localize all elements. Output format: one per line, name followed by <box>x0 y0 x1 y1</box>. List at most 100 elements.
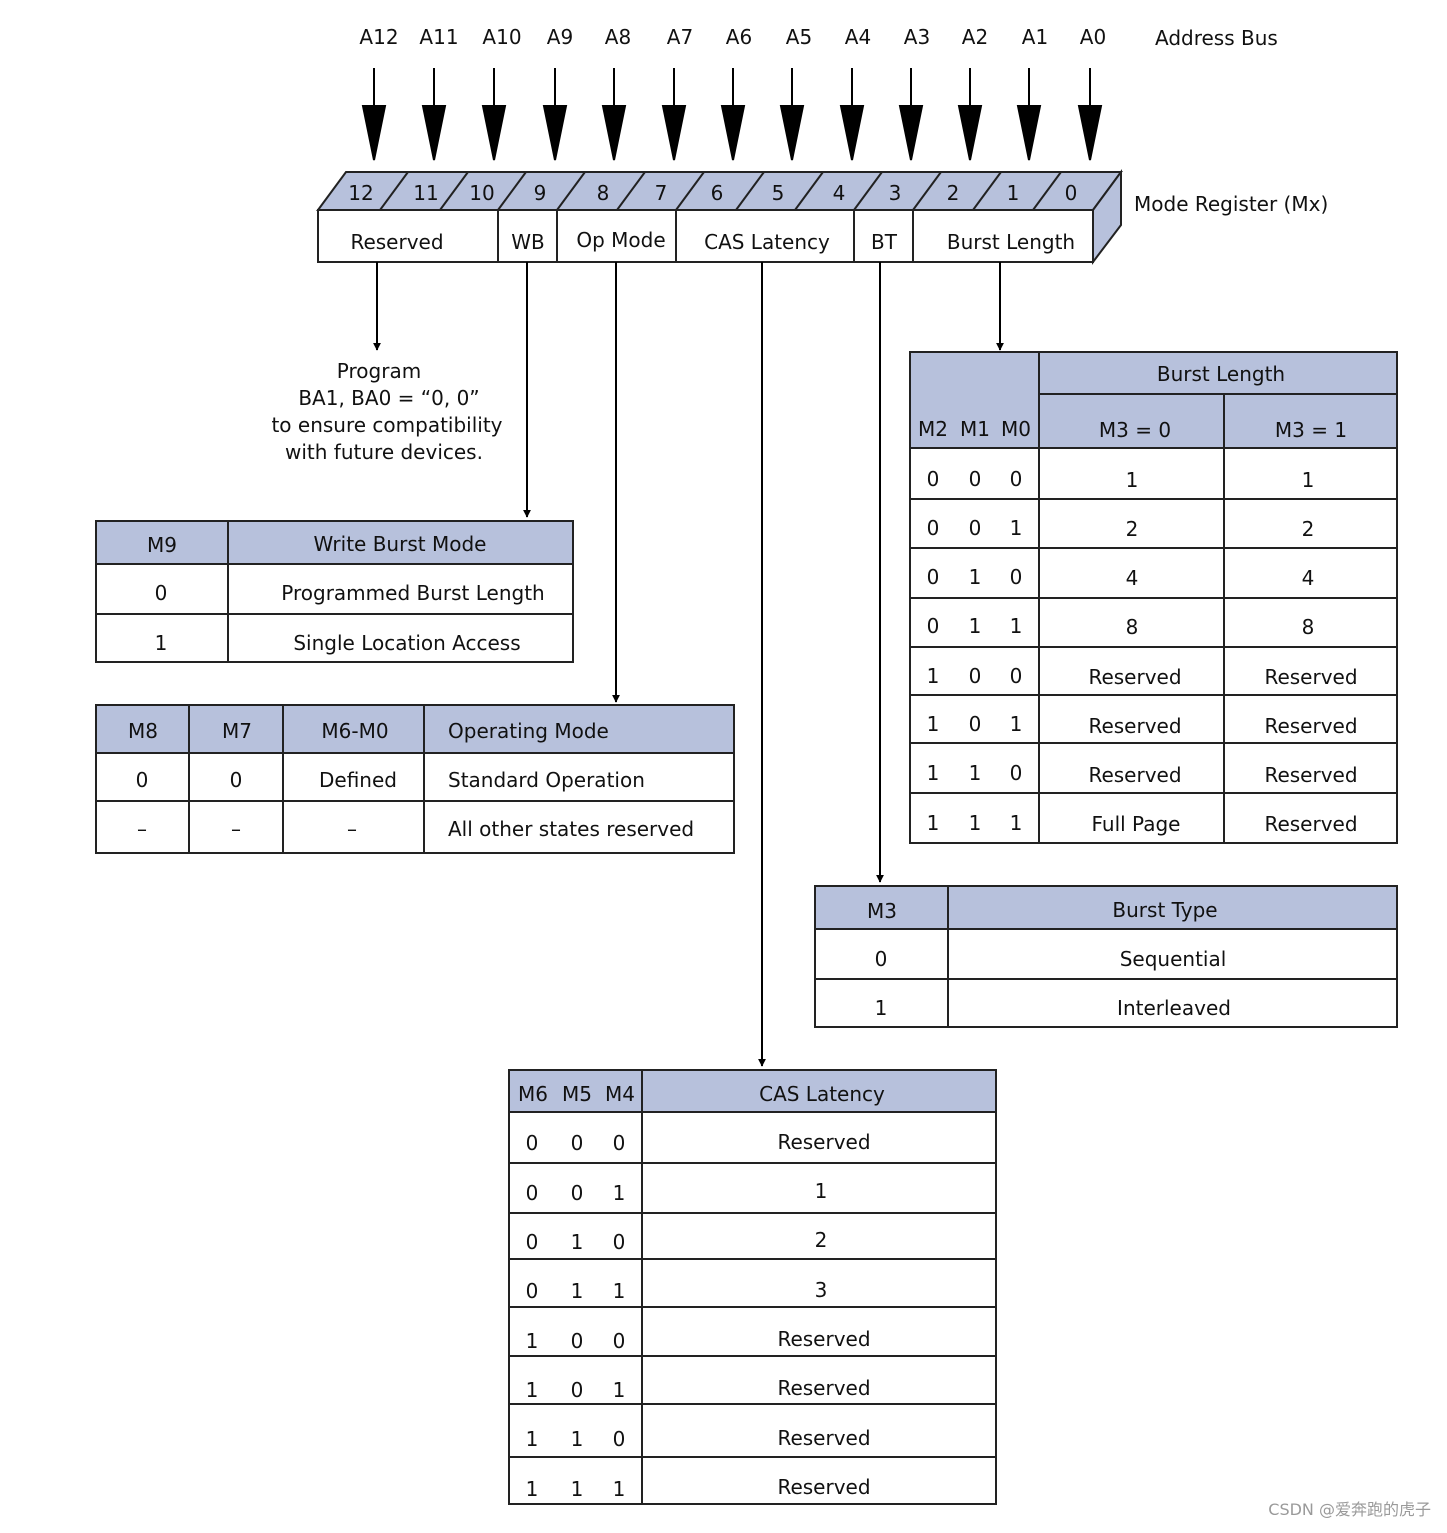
table-cell: 0 <box>526 1181 539 1205</box>
table-cell: 1 <box>155 631 168 655</box>
table-cell: Interleaved <box>1117 996 1231 1020</box>
table-cell: Reserved <box>1264 714 1357 738</box>
table-cell: Reserved <box>1264 665 1357 689</box>
field-op-mode: Op Mode <box>576 228 665 252</box>
table-cell: 0 <box>1010 761 1023 785</box>
pin-label: A11 <box>419 25 458 49</box>
table-cell: 0 <box>155 581 168 605</box>
header-m6-m0: M6-M0 <box>321 719 388 743</box>
table-cell: 1 <box>969 614 982 638</box>
field-reserved: Reserved <box>350 230 443 254</box>
header-operating-mode: Operating Mode <box>448 719 609 743</box>
table-cell: Reserved <box>1264 763 1357 787</box>
bit-number: 3 <box>889 181 902 205</box>
table-cell: 0 <box>875 947 888 971</box>
header-m0: M0 <box>1001 417 1031 441</box>
field-dividers <box>497 210 914 262</box>
table-cell: 4 <box>1302 566 1315 590</box>
table-cell: 0 <box>230 768 243 792</box>
cas-latency-rows: 0 0 0 Reserved 0 0 1 1 0 1 0 2 0 1 1 3 1… <box>526 1130 871 1501</box>
table-cell: 0 <box>1010 467 1023 491</box>
table-cell: 0 <box>927 614 940 638</box>
table-cell: 1 <box>969 761 982 785</box>
table-cell: 1 <box>815 1179 828 1203</box>
header-m2: M2 <box>918 417 948 441</box>
bit-number: 8 <box>597 181 610 205</box>
table-cell: 0 <box>526 1131 539 1155</box>
table-cell: Reserved <box>1088 665 1181 689</box>
header-cas-latency: CAS Latency <box>759 1082 885 1106</box>
table-cell: 2 <box>1302 517 1315 541</box>
note-line: Program <box>337 359 421 383</box>
table-cell: 2 <box>815 1228 828 1252</box>
table-cell: 1 <box>613 1477 626 1501</box>
table-cell: 1 <box>1302 468 1315 492</box>
header-m8: M8 <box>128 719 158 743</box>
table-cell: 0 <box>571 1181 584 1205</box>
table-cell: 1 <box>613 1378 626 1402</box>
bit-dividers <box>379 171 1062 211</box>
address-bus: A12 A11 A10 A9 A8 A7 A6 A5 A4 A3 A2 A1 A… <box>359 25 1278 161</box>
table-cell: 1 <box>969 811 982 835</box>
table-cell: 3 <box>815 1278 828 1302</box>
table-cell: 1 <box>927 664 940 688</box>
table-cell: 1 <box>927 712 940 736</box>
reserved-note: Program BA1, BA0 = “0, 0” to ensure comp… <box>271 359 502 464</box>
watermark: CSDN @爱奔跑的虎子 <box>1268 1500 1431 1519</box>
table-cell: Reserved <box>777 1475 870 1499</box>
table-cell: 0 <box>927 467 940 491</box>
bit-number: 10 <box>469 181 494 205</box>
bit-number: 6 <box>711 181 724 205</box>
header-m4: M4 <box>605 1082 635 1106</box>
table-cell: 1 <box>1010 712 1023 736</box>
table-cell: 2 <box>1126 517 1139 541</box>
pin-label: A2 <box>962 25 988 49</box>
pin-label: A4 <box>845 25 871 49</box>
table-cell: 0 <box>969 467 982 491</box>
burst-length-table: Burst Length M2 M1 M0 M3 = 0 M3 = 1 0 0 … <box>909 351 1398 844</box>
table-cell: 0 <box>613 1329 626 1353</box>
burst-type-table: M3 Burst Type 0 Sequential 1 Interleaved <box>814 885 1398 1028</box>
table-cell: 0 <box>613 1131 626 1155</box>
pin-label: A9 <box>547 25 573 49</box>
pin-label: A8 <box>605 25 631 49</box>
table-cell: 1 <box>613 1181 626 1205</box>
table-cell: 1 <box>571 1279 584 1303</box>
header-m3: M3 <box>867 899 897 923</box>
table-cell: – <box>347 817 357 841</box>
bit-number: 12 <box>348 181 373 205</box>
header-write-burst-mode: Write Burst Mode <box>314 532 487 556</box>
table-cell: Standard Operation <box>448 768 645 792</box>
table-cell: 0 <box>526 1230 539 1254</box>
table-cell: Programmed Burst Length <box>281 581 544 605</box>
pin-label: A1 <box>1022 25 1048 49</box>
table-cell: Single Location Access <box>293 631 520 655</box>
table-cell: 1 <box>571 1230 584 1254</box>
pin-label: A6 <box>726 25 752 49</box>
bit-number: 2 <box>947 181 960 205</box>
table-cell: 1 <box>1010 516 1023 540</box>
table-cell: 0 <box>969 712 982 736</box>
bit-number: 7 <box>655 181 668 205</box>
table-cell: Sequential <box>1120 947 1227 971</box>
mode-register: 12 11 10 9 8 7 6 5 4 3 2 1 0 Reserved WB… <box>316 168 1328 265</box>
table-cell: 1 <box>969 565 982 589</box>
table-cell: 0 <box>969 664 982 688</box>
table-cell: 1 <box>927 761 940 785</box>
table-cell: 1 <box>526 1329 539 1353</box>
table-cell: 8 <box>1302 615 1315 639</box>
table-cell: 0 <box>571 1329 584 1353</box>
table-cell: 1 <box>1126 468 1139 492</box>
header-burst-length-group: Burst Length <box>1157 362 1285 386</box>
table-cell: 1 <box>1010 614 1023 638</box>
write-burst-table: M9 Write Burst Mode 0 Programmed Burst L… <box>95 520 574 663</box>
table-cell: 0 <box>613 1230 626 1254</box>
bit-number: 5 <box>772 181 785 205</box>
bit-number: 11 <box>413 181 438 205</box>
table-cell: 0 <box>927 516 940 540</box>
pin-label: A12 <box>359 25 398 49</box>
field-cas-latency: CAS Latency <box>704 230 830 254</box>
bit-number: 4 <box>833 181 846 205</box>
